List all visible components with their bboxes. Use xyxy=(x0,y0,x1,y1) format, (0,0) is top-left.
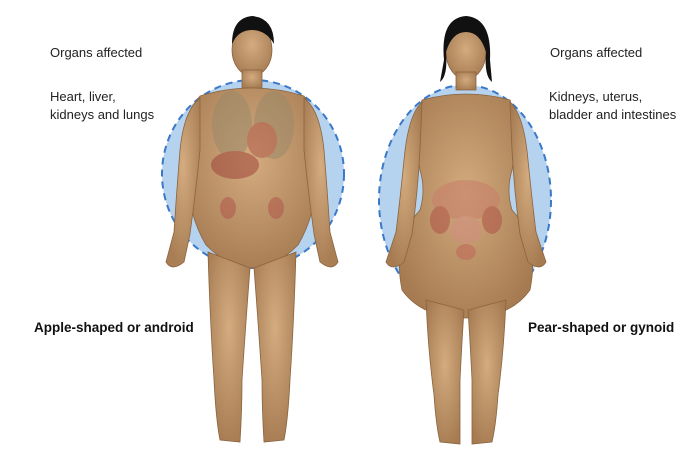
left-organs-list: Heart, liver, kidneys and lungs xyxy=(50,88,154,124)
left-organs-heading: Organs affected xyxy=(50,44,142,62)
right-caption: Pear-shaped or gynoid xyxy=(528,320,674,335)
right-organs-heading: Organs affected xyxy=(550,44,642,62)
right-organs-list: Kidneys, uterus, bladder and intestines xyxy=(549,88,676,124)
left-caption: Apple-shaped or android xyxy=(34,320,194,335)
